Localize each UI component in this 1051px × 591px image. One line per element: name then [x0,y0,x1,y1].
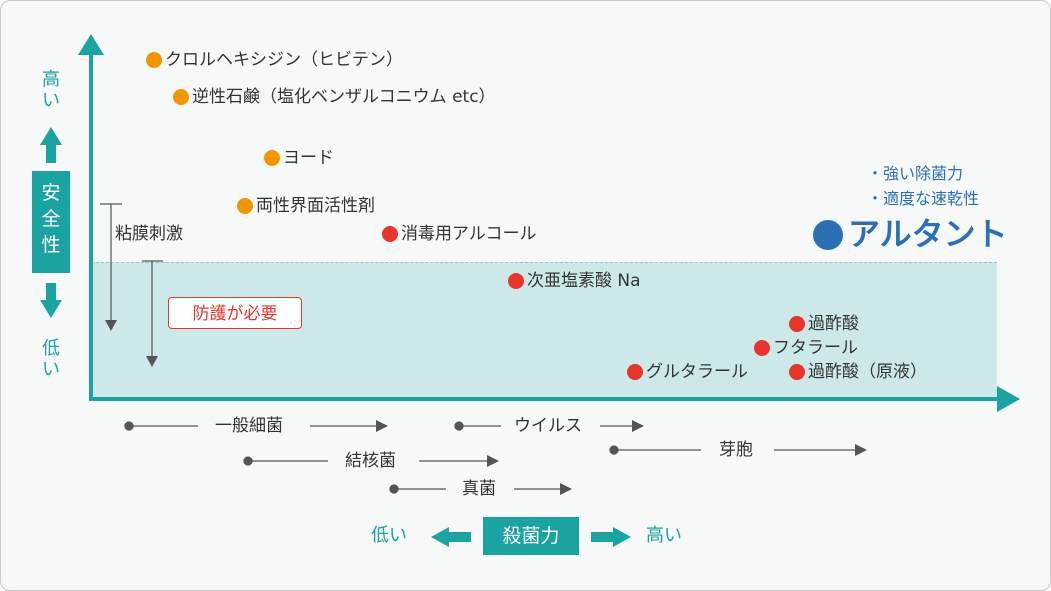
dot-benzalkonium [173,89,189,105]
dot-phthalal [754,340,770,356]
organism-fungi: 真菌 [462,479,496,499]
kill-power-right-arrow [613,527,631,547]
safety-down-arrow [40,300,62,318]
kill-power-high-label: 高い [646,525,682,546]
y-axis-arrowhead [78,34,104,55]
kill-power-label-box: 殺菌力 [483,517,579,555]
agent-label-phthalal: フタラール [773,338,858,358]
safety-low-label: 低 い [42,338,60,380]
altanto-label: アルタント [848,215,1008,253]
agent-label-iodine: ヨード [283,148,334,168]
dot-iodine [264,150,280,166]
agent-label-chlorhexidine: クロルヘキシジン（ヒビテン） [165,50,403,70]
agent-label-hypochlorite: 次亜塩素酸 Na [527,271,641,291]
agent-label-amphoteric: 両性界面活性剤 [256,196,375,216]
dot-glutaral [627,364,643,380]
agent-label-peracetic-stock: 過酢酸（原液） [808,362,927,382]
agent-label-peracetic: 過酢酸 [808,314,859,334]
range-virus [454,420,644,432]
x-axis-arrowhead [997,386,1020,412]
organism-spores: 芽胞 [719,440,753,460]
range-fungi [389,483,572,495]
feature-strong-disinfection: ・強い除菌力 [867,164,964,183]
dot-chlorhexidine [146,52,162,68]
dot-alcohol [382,226,398,242]
feature-quick-drying: ・適度な速乾性 [867,189,980,208]
dot-hypochlorite [508,273,524,289]
organism-virus: ウイルス [514,416,582,436]
agent-label-alcohol: 消毒用アルコール [401,224,537,244]
organism-tuberculosis: 結核菌 [345,451,396,471]
protection-zone [91,262,997,399]
dot-altanto [813,220,843,250]
safety-up-arrow [40,127,62,145]
organism-general-bacteria: 一般細菌 [215,416,283,436]
irritation-label: 粘膜刺激 [115,224,183,244]
protection-badge: 防護が必要 [168,297,302,329]
dot-peracetic [789,316,805,332]
range-spores [609,444,867,456]
safety-high-label: 高 い [42,69,60,111]
dot-amphoteric [237,198,253,214]
kill-power-left-arrow [431,527,449,547]
agent-label-glutaral: グルタラール [646,362,748,382]
kill-power-low-label: 低い [371,525,407,546]
range-general-bacteria [124,420,388,432]
dot-peracetic-stock [789,364,805,380]
range-tuberculosis [243,455,499,467]
safety-label-box: 安 全 性 [32,171,70,273]
agent-label-benzalkonium: 逆性石鹸（塩化ベンザルコニウム etc） [192,87,496,107]
